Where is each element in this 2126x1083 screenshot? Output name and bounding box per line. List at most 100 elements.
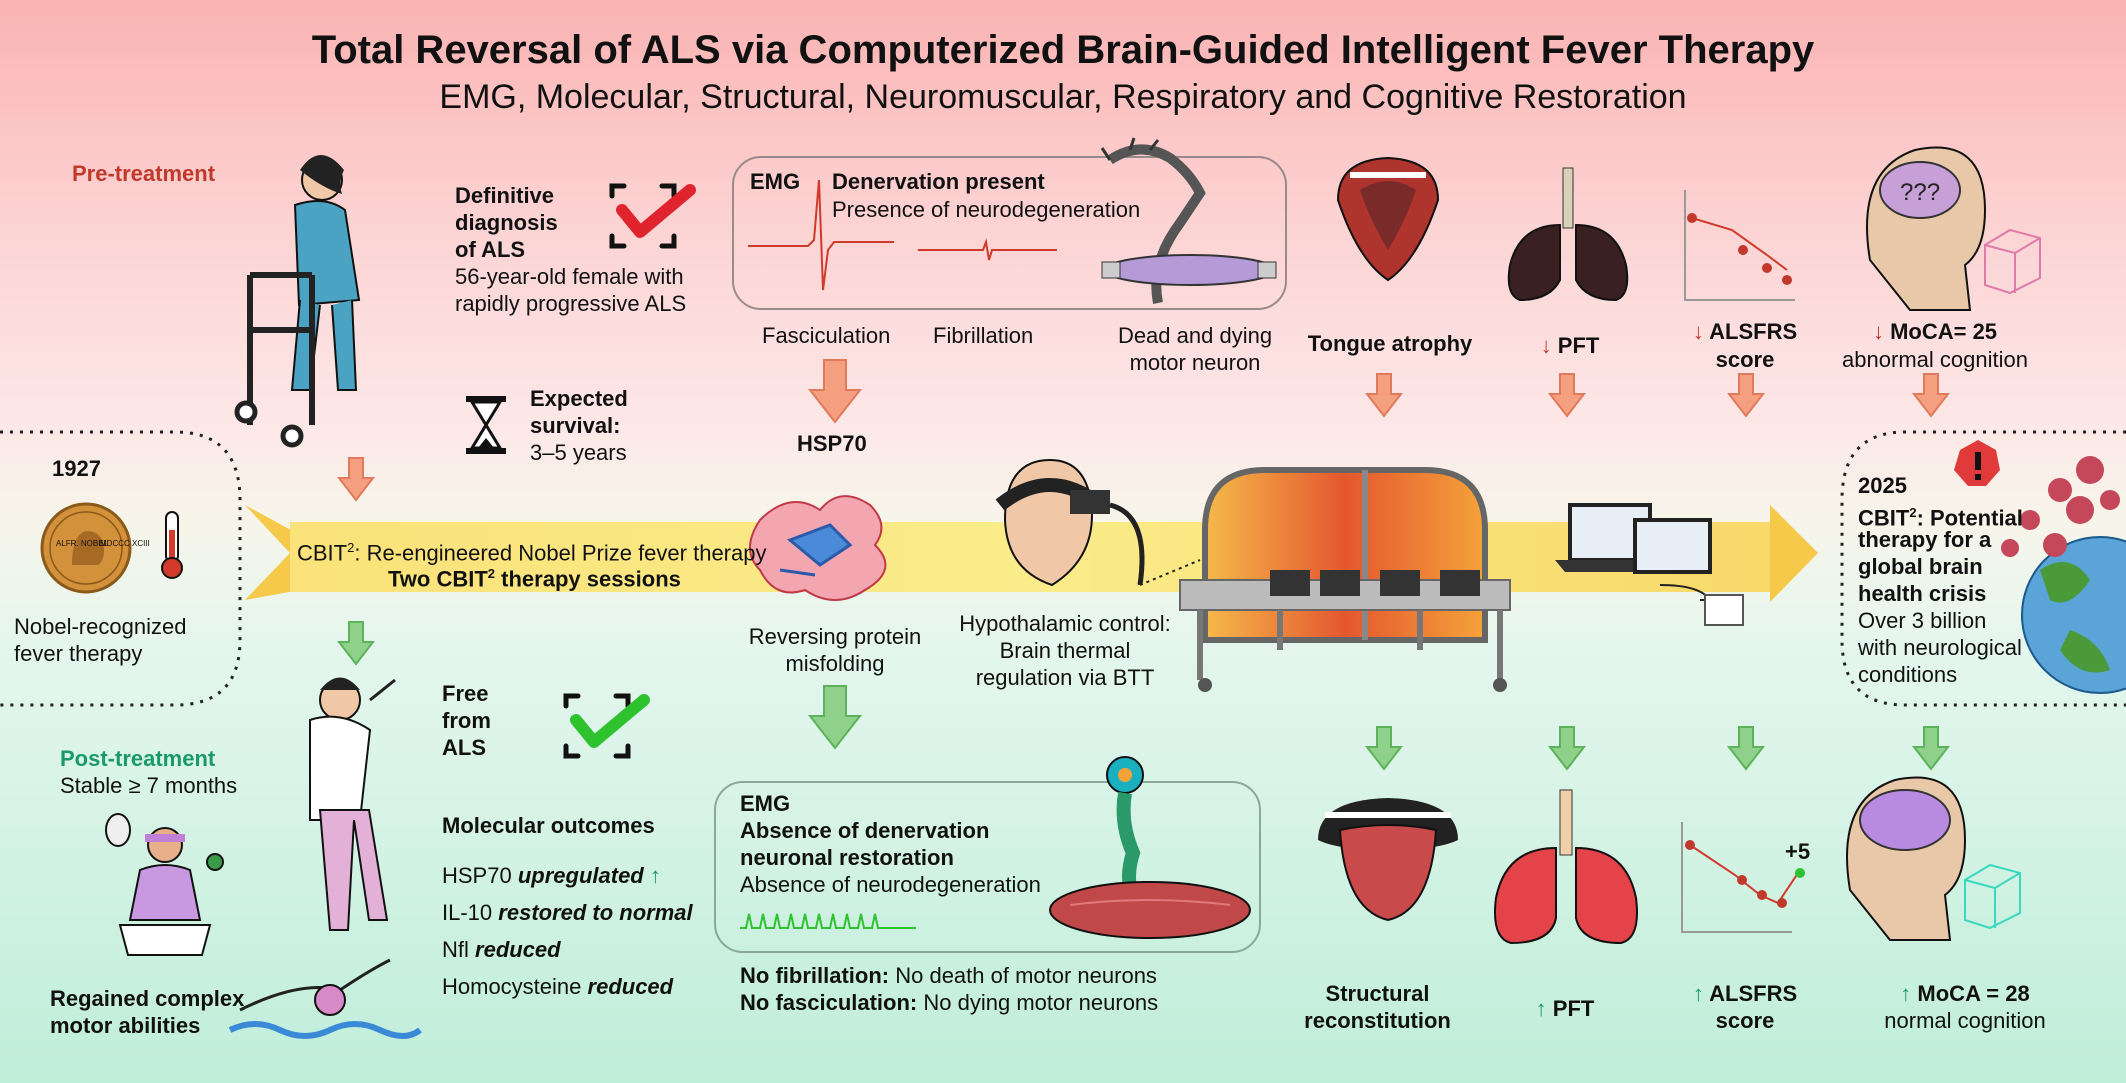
alert-icon xyxy=(1954,440,2000,486)
moca-pre-arrow: ↓ xyxy=(1872,319,1884,344)
fibrillation-trace xyxy=(918,238,1057,261)
pft-post-text: PFT xyxy=(1552,996,1595,1021)
pft-post-arrow: ↑ xyxy=(1535,996,1547,1021)
alsfrs-pre-arrow: ↓ xyxy=(1692,319,1704,344)
globe-icon xyxy=(2021,536,2126,694)
thermometer-icon xyxy=(161,511,183,579)
alsfrs-post-line2: score xyxy=(1715,1008,1775,1033)
future-line7: conditions xyxy=(1858,662,1958,687)
survival-line3: 3–5 years xyxy=(530,440,627,465)
molecular-item-name: Nfl xyxy=(442,937,469,962)
hsp70-caption-line2: misfolding xyxy=(785,651,885,676)
history-line1: Nobel-recognized xyxy=(14,614,187,639)
no-fibrillation-rest: No death of motor neurons xyxy=(895,963,1157,988)
post-stable-label: Stable ≥ 7 months xyxy=(60,773,238,798)
patient-line1: 56-year-old female with xyxy=(455,264,684,289)
golfer-illustration xyxy=(309,677,396,931)
alsfrs-post-arrow: ↑ xyxy=(1692,981,1704,1006)
emg-post-label: EMG xyxy=(740,791,791,816)
band-line2-sup: 2 xyxy=(487,566,496,581)
emg-pre-label: EMG xyxy=(750,169,801,194)
normal-emg-trace xyxy=(740,913,916,929)
emg-post-line2: neuronal restoration xyxy=(740,845,954,870)
page-title: Total Reversal of ALS via Computerized B… xyxy=(311,28,1815,72)
alsfrs-post-chart xyxy=(1681,822,1805,933)
fasciculation-label: Fasciculation xyxy=(762,323,891,348)
alsfrs-post-text: ALSFRS xyxy=(1709,981,1798,1006)
future-line1-suffix: : Potential xyxy=(1916,505,2023,531)
band-line2-prefix: Two CBIT xyxy=(388,566,488,592)
no-fasciculation-bold: No fasciculation: xyxy=(740,990,918,1015)
future-line5: Over 3 billion xyxy=(1858,608,1987,633)
future-line4: health crisis xyxy=(1858,581,1987,606)
survival-line2: survival: xyxy=(530,413,621,438)
future-line3: global brain xyxy=(1858,554,1983,579)
regained-line1: Regained complex xyxy=(50,986,245,1011)
future-line1-prefix: CBIT xyxy=(1858,505,1910,531)
molecular-item-name: HSP70 xyxy=(442,863,512,888)
molecular-title: Molecular outcomes xyxy=(442,813,655,838)
future-year: 2025 xyxy=(1858,473,1907,498)
diagnosis-line3: of ALS xyxy=(455,237,526,262)
alsfrs-pre-line1: ↓ ALSFRS xyxy=(1690,318,1800,346)
molecular-item-status: reduced xyxy=(587,974,674,999)
band-line1-sup: 2 xyxy=(347,540,355,555)
btt-headset-illustration xyxy=(995,458,1201,587)
band-line2-suffix: therapy sessions xyxy=(495,566,681,592)
medal-text-left: ALFR. NOBEL xyxy=(56,539,109,548)
free-line1: Free xyxy=(442,681,489,706)
alsfrs-pre-text: ALSFRS xyxy=(1709,319,1798,344)
molecular-item-status: upregulated xyxy=(517,863,644,888)
brain-health-crisis-dots xyxy=(2001,456,2120,557)
nobel-medal-icon xyxy=(40,502,132,594)
pft-pre-arrow: ↓ xyxy=(1540,333,1552,358)
no-fasciculation-rest: No dying motor neurons xyxy=(923,990,1159,1015)
molecular-item: IL-10 restored to normal xyxy=(442,899,693,927)
moca-post-label: ↑ MoCA = 28 xyxy=(1850,980,2080,1008)
regained-line2: motor abilities xyxy=(50,1013,201,1038)
alsfrs-pre-line2: score xyxy=(1715,347,1775,372)
pft-pre-text: PFT xyxy=(1557,333,1600,358)
molecular-item-name: IL-10 xyxy=(442,900,493,925)
band-line1: CBIT2: Re-engineered Nobel Prize fever t… xyxy=(297,534,766,567)
medal-text-right: MDCCC XCIII xyxy=(100,539,150,548)
pft-post-label: ↑ PFT xyxy=(1510,995,1620,1023)
no-fibrillation-bold: No fibrillation: xyxy=(740,963,890,988)
free-line2: from xyxy=(442,708,491,733)
hypothalamic-line1: Hypothalamic control: xyxy=(959,611,1171,636)
emg-pre-box xyxy=(732,156,1287,310)
hypothalamic-line3: regulation via BTT xyxy=(975,665,1155,690)
history-year: 1927 xyxy=(52,456,101,481)
future-dotted-box xyxy=(1840,430,2126,707)
patient-line2: rapidly progressive ALS xyxy=(455,291,687,316)
structural-line1: Structural xyxy=(1325,981,1430,1006)
tongue-atrophy-illustration xyxy=(1336,156,1440,282)
molecular-item-status: reduced xyxy=(475,937,561,962)
diagnosis-check-icon xyxy=(609,183,696,249)
fibrillation-label: Fibrillation xyxy=(933,323,1034,348)
moca-pre-label: ↓ MoCA= 25 xyxy=(1820,318,2050,346)
head-confused-illustration: ??? xyxy=(1866,146,2041,311)
molecular-item: Homocysteine reduced xyxy=(442,973,673,1001)
future-line2: therapy for a xyxy=(1858,527,1992,552)
post-treatment-label: Post-treatment xyxy=(60,746,216,771)
diagnosis-line2: diagnosis xyxy=(455,210,558,235)
post-down-arrows xyxy=(336,621,1951,771)
molecular-item-status: restored to normal xyxy=(498,900,693,925)
alsfrs-pre-chart xyxy=(1684,190,1795,301)
moca-pre-sub: abnormal cognition xyxy=(1842,347,2028,372)
band-line1-suffix: : Re-engineered Nobel Prize fever therap… xyxy=(354,540,767,566)
free-check-icon xyxy=(563,693,650,759)
hourglass-icon xyxy=(466,396,506,454)
tennis-player-illustration xyxy=(105,813,224,956)
structural-line2: reconstitution xyxy=(1304,1008,1451,1033)
pre-down-arrows xyxy=(336,359,1951,502)
tongue-normal-illustration xyxy=(1318,798,1458,922)
survival-line1: Expected xyxy=(530,386,628,411)
neuron-line1: Dead and dying xyxy=(1117,323,1273,348)
moca-post-text: MoCA = 28 xyxy=(1917,981,2030,1006)
walker-woman-illustration xyxy=(234,155,361,448)
emg-pre-subtitle: Presence of neurodegeneration xyxy=(832,197,1141,222)
